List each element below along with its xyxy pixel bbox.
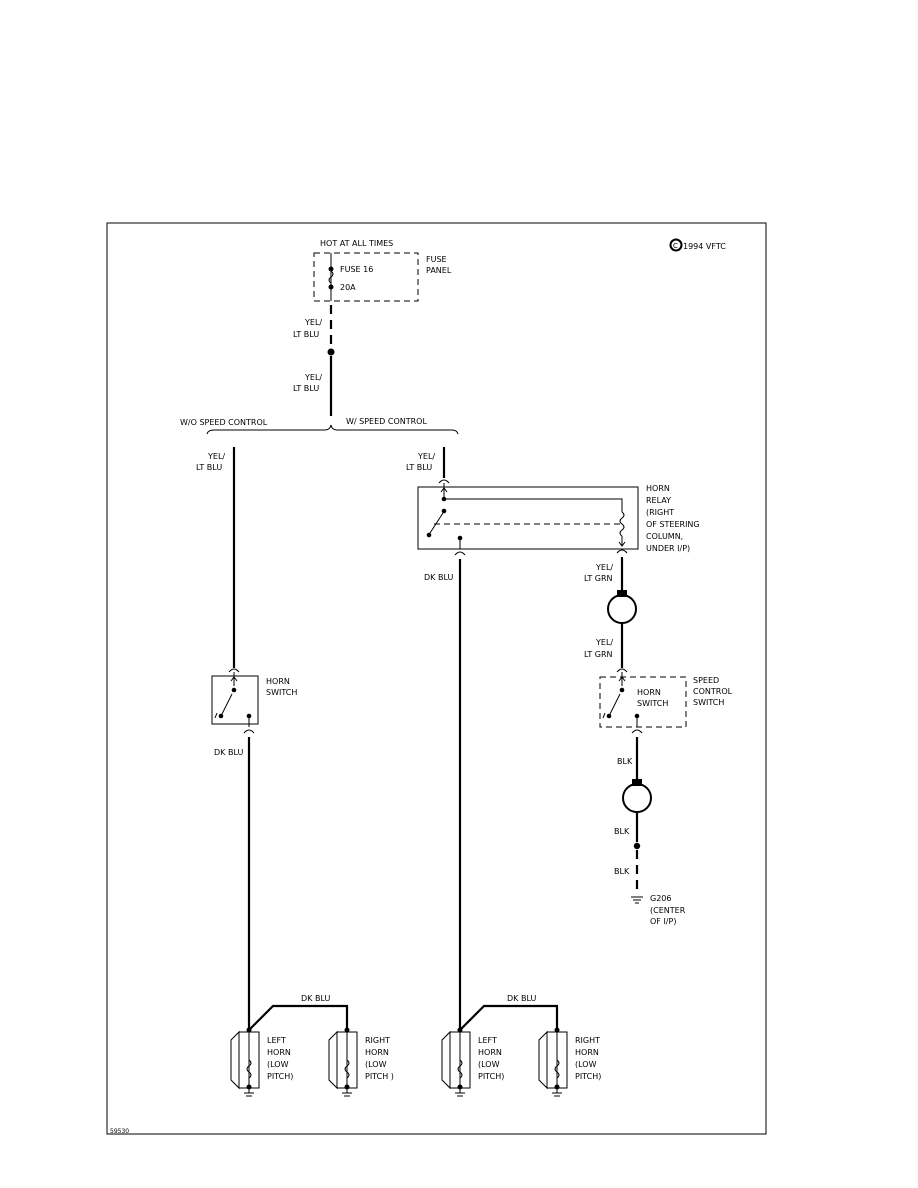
horn-relay-label-5: COLUMN, bbox=[646, 532, 683, 541]
copyright-symbol: C bbox=[673, 242, 678, 250]
horn-relay: HORN RELAY (RIGHT OF STEERING COLUMN, UN… bbox=[417, 479, 700, 556]
clockspring-connector-1 bbox=[607, 590, 637, 624]
ground-g206: G206 (CENTER OF I/P) bbox=[631, 894, 686, 926]
left-horn-2-label-1: LEFT bbox=[478, 1036, 497, 1045]
right-horn-2-label-4: PITCH) bbox=[575, 1072, 601, 1081]
left-horn-2: LEFT HORN (LOW PITCH) bbox=[441, 1027, 504, 1097]
fuse-panel-label-2: PANEL bbox=[426, 266, 452, 275]
ground-label-3: OF I/P) bbox=[650, 917, 676, 926]
ground-splice-dot bbox=[633, 842, 641, 850]
right-horn-2-label-3: (LOW bbox=[575, 1060, 597, 1069]
wire-label-clock-ltgrn: LT GRN bbox=[584, 650, 613, 659]
branch-with-speed-control: W/ SPEED CONTROL bbox=[346, 417, 427, 426]
branch-without-speed-control: W/O SPEED CONTROL bbox=[180, 418, 268, 427]
clockspring-connector-2 bbox=[622, 779, 652, 813]
right-horn-2-label-2: HORN bbox=[575, 1048, 599, 1057]
wire-left-horn-junction bbox=[248, 1004, 349, 1031]
right-horn-1-label-3: (LOW bbox=[365, 1060, 387, 1069]
left-horn-1-label-1: LEFT bbox=[267, 1036, 286, 1045]
wire-label-blk-2: BLK bbox=[614, 827, 630, 836]
left-horn-2-label-2: HORN bbox=[478, 1048, 502, 1057]
wire-label-blk-1: BLK bbox=[617, 757, 633, 766]
option-branch-brace bbox=[206, 424, 459, 435]
right-horn-1: RIGHT HORN (LOW PITCH ) bbox=[328, 1027, 394, 1097]
wire-label-coil-ltgrn: LT GRN bbox=[584, 574, 613, 583]
horn-relay-label-3: (RIGHT bbox=[646, 508, 674, 517]
fuse-panel-label-1: FUSE bbox=[426, 255, 447, 264]
fuse-label: FUSE 16 bbox=[340, 265, 373, 274]
speed-control-horn-switch: HORN SWITCH SPEED CONTROL SWITCH bbox=[599, 668, 733, 734]
left-horn-2-label-4: PITCH) bbox=[478, 1072, 504, 1081]
horn-relay-label-1: HORN bbox=[646, 484, 670, 493]
wire-label-ltblu-1: LT BLU bbox=[293, 330, 319, 339]
fuse-panel: FUSE 16 20A FUSE PANEL bbox=[313, 252, 452, 302]
left-horn-1-label-2: HORN bbox=[267, 1048, 291, 1057]
fuse-rating: 20A bbox=[340, 283, 356, 292]
wire-label-right-ltblu: LT BLU bbox=[406, 463, 432, 472]
wire-label-left-yel: YEL/ bbox=[207, 452, 225, 461]
left-horn-1: LEFT HORN (LOW PITCH) bbox=[230, 1027, 293, 1097]
right-horn-1-label-4: PITCH ) bbox=[365, 1072, 394, 1081]
ground-label-2: (CENTER bbox=[650, 906, 686, 915]
figure-id: 59530 bbox=[110, 1128, 129, 1135]
wire-label-blk-3: BLK bbox=[614, 867, 630, 876]
ground-label-1: G206 bbox=[650, 894, 671, 903]
right-horn-1-label-2: HORN bbox=[365, 1048, 389, 1057]
sc-horn-switch-label-1: HORN bbox=[637, 688, 661, 697]
wire-label-yel-1: YEL/ bbox=[304, 318, 322, 327]
wire-label-left-horns: DK BLU bbox=[301, 994, 330, 1003]
horn-switch-left-label-2: SWITCH bbox=[266, 688, 297, 697]
wire-label-yel-2: YEL/ bbox=[304, 373, 322, 382]
wire-right-horn-junction bbox=[459, 1004, 559, 1031]
left-horn-2-label-3: (LOW bbox=[478, 1060, 500, 1069]
left-horn-1-label-3: (LOW bbox=[267, 1060, 289, 1069]
wire-label-relay-dkblu: DK BLU bbox=[424, 573, 453, 582]
splice-dot bbox=[327, 348, 335, 356]
horn-switch-left: HORN SWITCH bbox=[211, 668, 297, 734]
wire-label-left-dkblu: DK BLU bbox=[214, 748, 243, 757]
horn-switch-left-label-1: HORN bbox=[266, 677, 290, 686]
right-horn-1-label-1: RIGHT bbox=[365, 1036, 390, 1045]
sc-horn-switch-label-2: SWITCH bbox=[637, 699, 668, 708]
wire-label-right-horns: DK BLU bbox=[507, 994, 536, 1003]
horn-relay-label-4: OF STEERING bbox=[646, 520, 700, 529]
wire-label-right-yel: YEL/ bbox=[417, 452, 435, 461]
left-horn-1-label-4: PITCH) bbox=[267, 1072, 293, 1081]
right-horn-2: RIGHT HORN (LOW PITCH) bbox=[538, 1027, 601, 1097]
copyright-mark: C 1994 VFTC bbox=[669, 238, 726, 252]
diagram-frame bbox=[106, 222, 767, 1135]
right-horn-2-label-1: RIGHT bbox=[575, 1036, 600, 1045]
horn-relay-label-2: RELAY bbox=[646, 496, 671, 505]
hot-at-all-times-label: HOT AT ALL TIMES bbox=[320, 239, 393, 248]
wire-label-left-ltblu: LT BLU bbox=[196, 463, 222, 472]
wire-label-clock-yel: YEL/ bbox=[595, 638, 613, 647]
wire-label-coil-yel: YEL/ bbox=[595, 563, 613, 572]
copyright-text: 1994 VFTC bbox=[683, 242, 726, 251]
horn-relay-label-6: UNDER I/P) bbox=[646, 544, 690, 553]
wire-label-ltblu-2: LT BLU bbox=[293, 384, 319, 393]
speed-control-label-2: CONTROL bbox=[693, 687, 733, 696]
speed-control-label-3: SWITCH bbox=[693, 698, 724, 707]
speed-control-label-1: SPEED bbox=[693, 676, 719, 685]
